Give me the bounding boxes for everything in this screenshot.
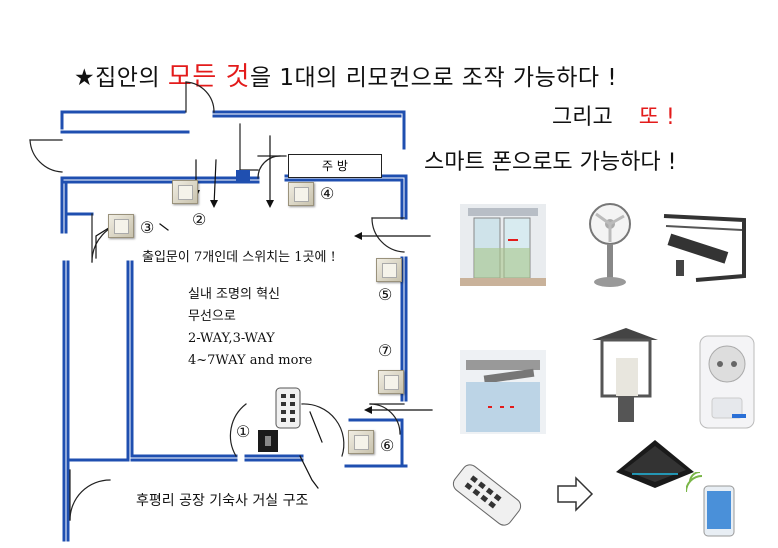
info-line: 무선으로 bbox=[188, 309, 236, 324]
outline-arrow bbox=[557, 476, 594, 512]
remote-in-plan bbox=[258, 387, 301, 452]
wall-switch bbox=[288, 182, 314, 206]
wall-top-right bbox=[212, 110, 406, 150]
wall-switch bbox=[378, 370, 404, 394]
sliding-door-photo bbox=[460, 204, 546, 286]
marker-5: ⑤ bbox=[378, 285, 393, 304]
headline-highlight: 모든 것 bbox=[167, 62, 250, 92]
star-icon: ★ bbox=[74, 65, 96, 91]
remote-control-photo bbox=[452, 464, 522, 526]
marker-6: ⑥ bbox=[380, 436, 395, 455]
info-line: 실내 조명의 혁신 bbox=[188, 287, 280, 302]
kitchen-label: 주 방 bbox=[288, 154, 382, 178]
subheadline-text: 그리고 bbox=[552, 105, 613, 130]
headline-part2: 을 1대의 리모컨으로 조작 가능하다 ! bbox=[249, 65, 618, 91]
marker-7: ⑦ bbox=[378, 341, 393, 360]
headline: ★집안의 모든 것을 1대의 리모컨으로 조작 가능하다 ! bbox=[74, 56, 617, 93]
info-line: 2-WAY,3-WAY bbox=[188, 331, 275, 346]
subheadline-highlight: 또 ! bbox=[638, 105, 675, 130]
marker-1: ① bbox=[236, 422, 251, 441]
smartphone-photo bbox=[686, 472, 735, 537]
door-closer-photo bbox=[460, 350, 546, 434]
wall-switch bbox=[348, 430, 374, 454]
wall-switch bbox=[108, 214, 134, 238]
smart-plug-photo bbox=[699, 335, 755, 429]
headline-part1: 집안의 bbox=[95, 65, 168, 91]
remote-control-icon bbox=[275, 387, 301, 429]
info-block: 실내 조명의 혁신 무선으로 2-WAY,3-WAY 4~7WAY and mo… bbox=[188, 284, 312, 372]
wall-switch bbox=[172, 180, 198, 204]
smartphone-headline: 스마트 폰으로도 가능하다 ! bbox=[424, 150, 677, 175]
plan-caption: 후평리 공장 기숙사 거실 구조 bbox=[136, 493, 309, 509]
marker-2: ② bbox=[192, 210, 207, 229]
wall-switch bbox=[376, 258, 402, 282]
door-note: 출입문이 7개인데 스위치는 1곳에 ! bbox=[142, 250, 336, 265]
marker-3: ③ bbox=[140, 218, 155, 237]
electric-fan-photo bbox=[589, 203, 631, 287]
info-line: 4~7WAY and more bbox=[188, 353, 313, 368]
ir-hub-photo bbox=[616, 440, 694, 488]
wall-top-left bbox=[60, 110, 186, 130]
marker-4: ④ bbox=[320, 184, 335, 203]
window-opener-photo bbox=[663, 214, 746, 282]
garden-lamp-photo bbox=[592, 328, 658, 422]
subheadline: 그리고 또 ! bbox=[552, 99, 675, 131]
